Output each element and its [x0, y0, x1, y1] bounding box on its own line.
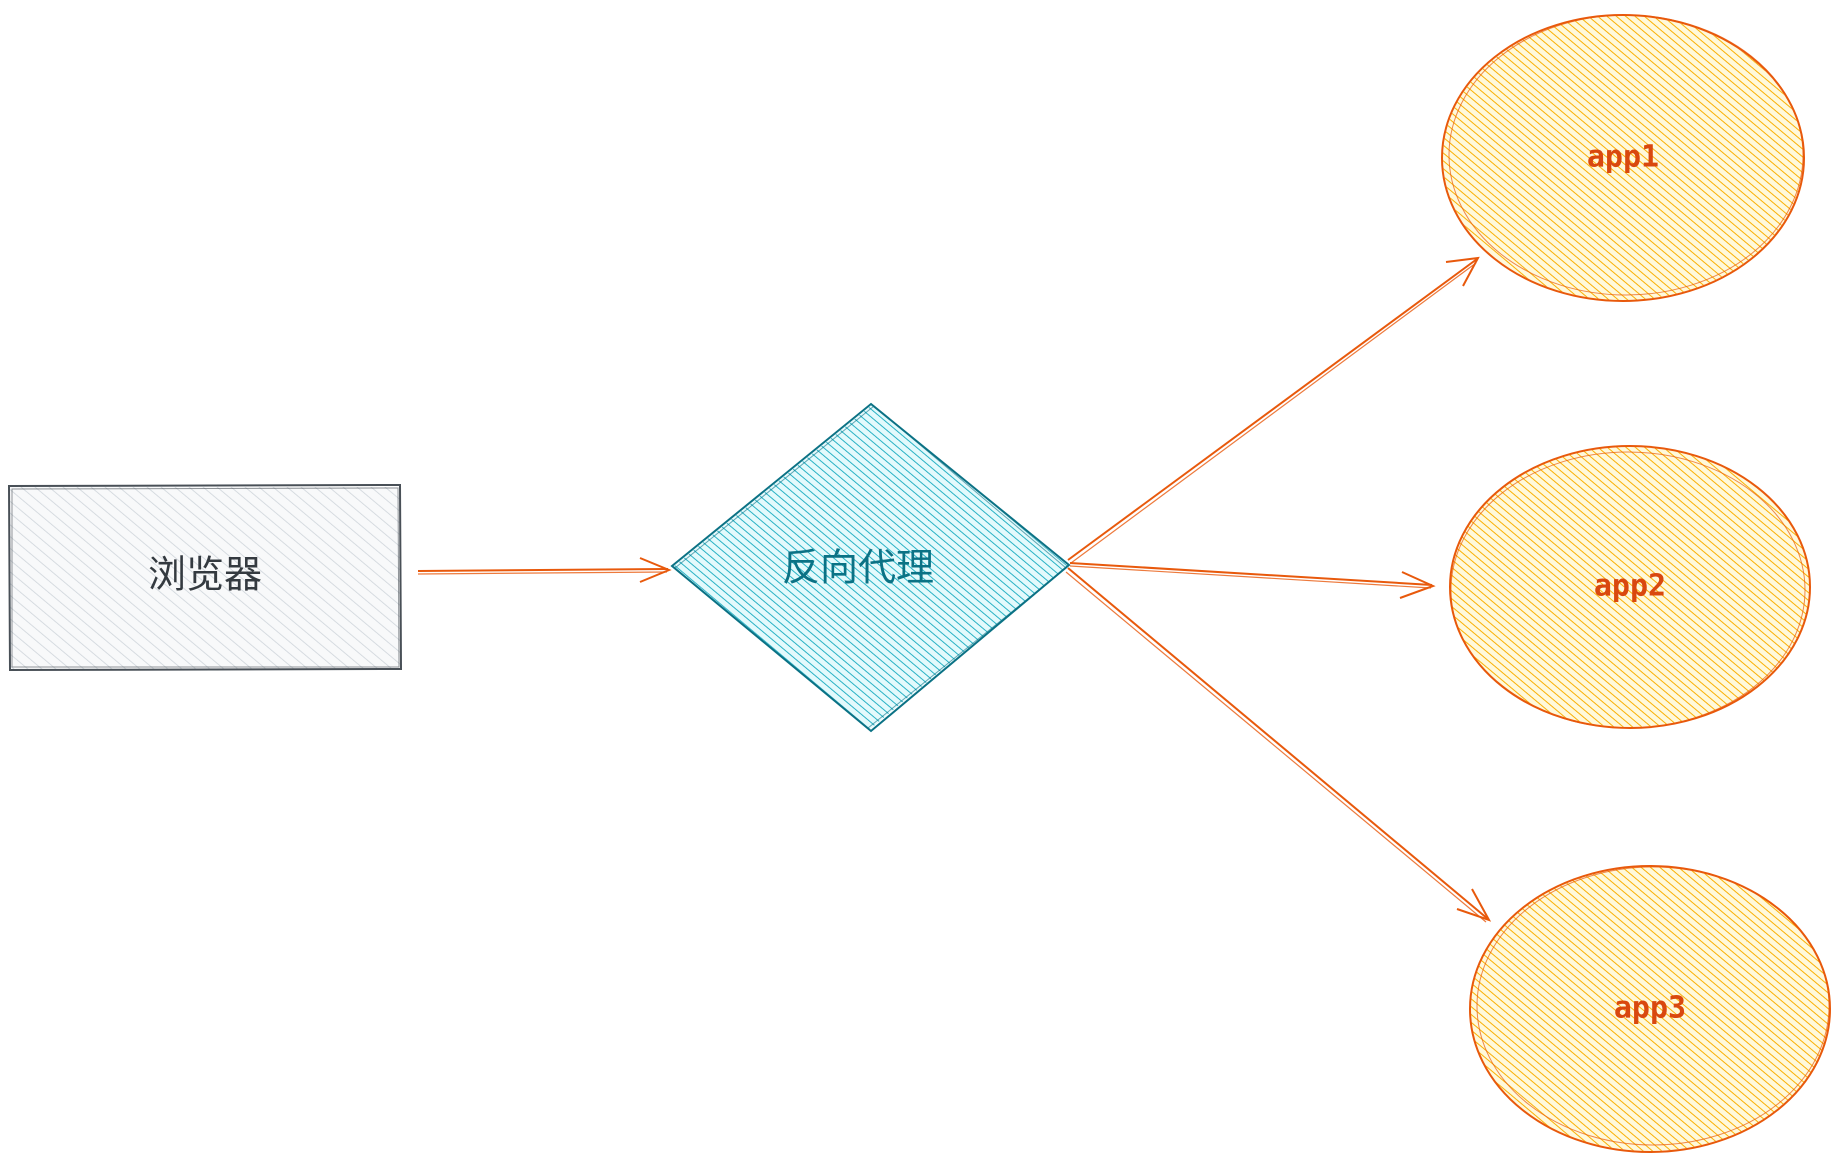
edges-layer [417, 256, 1492, 923]
arrowhead-icon [1456, 888, 1492, 922]
edge-proxy-to-app3 [1065, 567, 1492, 923]
reverse-proxy-node[interactable]: 反向代理 [670, 402, 1071, 733]
arrowhead-icon [1445, 256, 1480, 287]
app2-label: app2 [1594, 569, 1666, 604]
reverse-proxy-label: 反向代理 [782, 546, 934, 590]
app3-label: app3 [1614, 991, 1686, 1026]
edge-proxy-to-app1 [1067, 256, 1480, 564]
browser-node[interactable]: 浏览器 [7, 483, 403, 672]
arrowhead-icon [1399, 571, 1436, 599]
arrowhead-icon [639, 557, 672, 583]
edge-browser-to-proxy [417, 557, 672, 583]
app1-node[interactable]: app1 [1441, 14, 1805, 302]
app2-node[interactable]: app2 [1449, 445, 1811, 729]
browser-label: 浏览器 [148, 553, 262, 597]
app3-node[interactable]: app3 [1469, 865, 1831, 1153]
app1-label: app1 [1587, 140, 1659, 175]
edge-proxy-to-app2 [1069, 562, 1436, 599]
